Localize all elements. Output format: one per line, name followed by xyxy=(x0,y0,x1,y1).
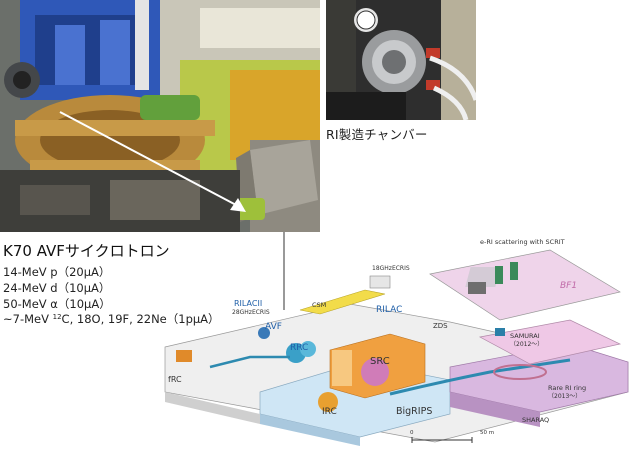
facility-layout-map: e-RI scattering with SCRIT BF1 18GHzECRI… xyxy=(150,232,630,450)
scale-zero: 0 xyxy=(410,430,414,436)
scale-fifty: 50 m xyxy=(480,430,494,436)
beam-spec-heavy-ions: ~7-MeV 12C, 18O, 19F, 22Ne（1pμA） xyxy=(3,311,220,327)
label-src: SRC xyxy=(370,356,390,367)
label-bigrips: BigRIPS xyxy=(396,406,432,417)
label-samurai-year: （2012～） xyxy=(510,341,543,348)
label-sharaq: SHARAQ xyxy=(522,416,549,424)
ri-chamber-photo xyxy=(326,0,476,120)
label-frc: fRC xyxy=(168,375,182,384)
label-samurai: SAMURAI xyxy=(510,332,540,340)
avf-cyclotron-photo xyxy=(0,0,320,232)
avf-cyclotron-title: K70 AVFサイクロトロン xyxy=(3,242,170,260)
label-rrc: RRC xyxy=(290,343,308,353)
heavy-ion-energy: ~7-MeV xyxy=(3,312,53,326)
label-bf1: BF1 xyxy=(560,281,577,291)
label-rare-ri-year: （2013～） xyxy=(548,393,581,400)
label-scrit: e-RI scattering with SCRIT xyxy=(480,238,565,246)
label-zds: ZDS xyxy=(433,322,448,330)
beam-spec-proton: 14-MeV p（20μA） xyxy=(3,265,111,279)
label-18ghz-ecris: 18GHzECRIS xyxy=(372,265,410,272)
label-28ghz-ecris: 28GHzECRIS xyxy=(232,309,270,316)
label-avf: AVF xyxy=(265,322,282,332)
beam-spec-deuteron: 24-MeV d（10μA） xyxy=(3,281,111,295)
label-rilac: RILAC xyxy=(376,305,402,315)
label-rilac2: RILACII xyxy=(234,299,262,308)
beam-spec-alpha: 50-MeV α（10μA） xyxy=(3,297,111,311)
heavy-ion-mass-superscript: 12 xyxy=(52,313,62,321)
heavy-ion-list: C, 18O, 19F, 22Ne（1pμA） xyxy=(61,312,220,326)
label-rare-ri-ring: Rare RI ring xyxy=(548,384,586,392)
label-irc: IRC xyxy=(322,407,337,417)
ri-chamber-caption: RI製造チャンバー xyxy=(326,127,428,142)
label-csm: CSM xyxy=(312,301,326,309)
